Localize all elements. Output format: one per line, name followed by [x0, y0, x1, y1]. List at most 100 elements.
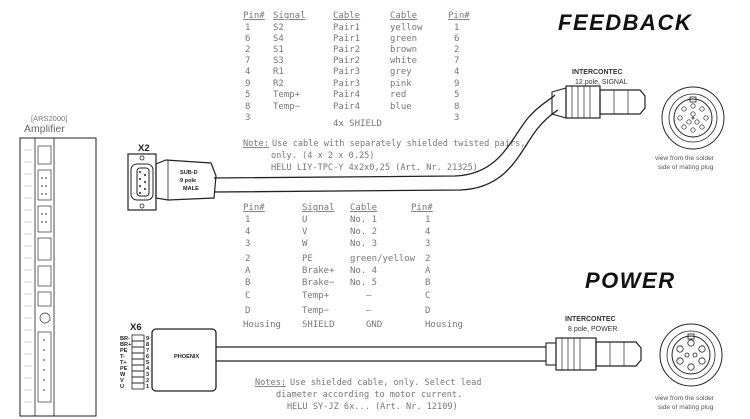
pw-cell: – [366, 306, 372, 316]
terminal-number: 9 [146, 336, 149, 342]
pw-note-line: Use shielded cable, only. Select lead [290, 378, 481, 388]
fb-cell: 7 [454, 56, 459, 66]
pw-cell: Temp− [302, 306, 330, 316]
fb-cell: 6 [245, 34, 250, 44]
terminal-label: BR+ [120, 342, 132, 348]
amplifier-connectors [37, 145, 52, 403]
fb-header-pin-right: Pin# [448, 11, 470, 21]
terminal-label: T+ [120, 360, 127, 366]
pw-cell: 1 [245, 215, 250, 225]
fb-cell: 9 [454, 79, 459, 89]
pw-cell: Brake− [302, 278, 335, 288]
feedback-cable [213, 94, 559, 193]
x6-phoenix-connector: X6 BR- BR+ PE T- T+ PE W V U 9 8 7 6 5 4… [120, 322, 217, 392]
pw-cell: B [245, 278, 250, 288]
pw-cell: No. 2 [350, 227, 377, 237]
pw-note-line: HELU SY-JZ 6x... (Art. Nr. 12109) [287, 402, 458, 412]
pw-cell: 1 [425, 215, 430, 225]
fb-cell: green [390, 34, 417, 44]
terminal-number: 5 [146, 360, 149, 366]
x6-terminal-numbers: 9 8 7 6 5 4 3 2 1 [146, 336, 150, 390]
terminal-label: PE [120, 366, 128, 372]
terminal-label: T- [120, 354, 125, 360]
fb-cell: Temp+ [273, 90, 301, 100]
fb-note-label: Note: [243, 139, 269, 149]
fb-cell: 1 [454, 23, 459, 33]
terminal-number: 3 [146, 372, 149, 378]
terminal-number: 7 [146, 348, 149, 354]
pw-header-cable: Cable [350, 203, 377, 213]
fb-cell: red [390, 90, 406, 100]
fb-view-caption: side of mating plug [658, 164, 714, 171]
pw-cell: Housing [425, 320, 463, 330]
pw-cell: GND [366, 320, 382, 330]
power-cable [216, 346, 546, 362]
pw-cell: green/yellow [350, 254, 416, 264]
fb-cell: Pair3 [333, 67, 360, 77]
fb-cell: Temp− [273, 102, 301, 112]
subd-housing [155, 159, 217, 201]
pw-cell: 2 [245, 254, 250, 264]
pw-view-caption: side of mating plug [658, 404, 714, 411]
fb-cell: Pair2 [333, 56, 360, 66]
fb-cell: S3 [273, 56, 284, 66]
fb-cell: Pair2 [333, 45, 360, 55]
fb-cell: 6 [454, 34, 459, 44]
pw-cell: W [302, 239, 308, 249]
x2-label: X2 [138, 143, 150, 154]
pw-header-pin-left: Pin# [243, 203, 265, 213]
fb-cell: 7 [245, 56, 250, 66]
terminal-number: 2 [146, 378, 149, 384]
x6-terminal-block [131, 334, 145, 390]
power-pin-table: Pin# Signal Cable Pin# 1 U No. 1 1 4 V N… [243, 203, 463, 330]
fb-cell: S2 [273, 23, 284, 33]
terminal-number: 4 [146, 366, 150, 372]
power-plug-pins [676, 339, 706, 371]
fb-cell: pink [390, 79, 412, 89]
pw-cell: PE [302, 254, 313, 264]
amplifier: [ARS2000] Amplifier [19, 114, 97, 417]
fb-cell: Pair3 [333, 79, 360, 89]
intercontec-power-plug: INTERCONTEC 8 pole, POWER [545, 316, 642, 371]
fb-cell: 3 [454, 113, 459, 123]
pw-cell: – [366, 291, 372, 301]
pw-cell: No. 1 [350, 215, 377, 225]
fb-cell: 1 [245, 23, 250, 33]
pw-cell: 4 [425, 227, 430, 237]
signal-plug-pins [677, 103, 709, 133]
pw-cell: 4 [245, 227, 250, 237]
fb-cell: R1 [273, 67, 284, 77]
pw-cell: SHIELD [302, 320, 335, 330]
pw-view-caption: view from the solder [655, 395, 715, 402]
pw-cell: C [425, 291, 430, 301]
terminal-label: U [120, 384, 124, 390]
fb-cell: R2 [273, 79, 284, 89]
pw-cell: Housing [243, 320, 281, 330]
fb-cell: yellow [390, 23, 423, 33]
subd-label-line: SUB-D [180, 170, 198, 176]
fb-cell: 2 [245, 45, 250, 55]
pw-plug-title: INTERCONTEC [565, 316, 616, 323]
terminal-label: BR- [120, 336, 130, 342]
pw-cell: U [302, 215, 307, 225]
fb-header-pin-left: Pin# [243, 11, 265, 21]
fb-note-line: only. (4 x 2 x 0.25) [271, 151, 374, 161]
pw-cell: D [245, 306, 250, 316]
fb-cell-shield: 4x SHIELD [333, 119, 382, 129]
fb-cell: 4 [454, 67, 459, 77]
fb-cell: Pair4 [333, 90, 360, 100]
amplifier-label: Amplifier [24, 123, 65, 135]
fb-cell: S1 [273, 45, 284, 55]
fb-plug-subtitle: 12 pole, SIGNAL [575, 79, 628, 86]
fb-cell: 8 [245, 102, 250, 112]
terminal-label: W [120, 372, 126, 378]
feedback-heading: FEEDBACK [558, 10, 693, 35]
amplifier-model: [ARS2000] [31, 114, 67, 123]
fb-cell: blue [390, 102, 412, 112]
subd-pins [139, 171, 146, 194]
pw-cell: No. 5 [350, 278, 377, 288]
pw-cell: Brake+ [302, 266, 335, 276]
pw-plug-subtitle: 8 pole, POWER [568, 326, 617, 333]
phoenix-label: PHOENIX [174, 354, 199, 360]
terminal-label: PE [120, 348, 128, 354]
